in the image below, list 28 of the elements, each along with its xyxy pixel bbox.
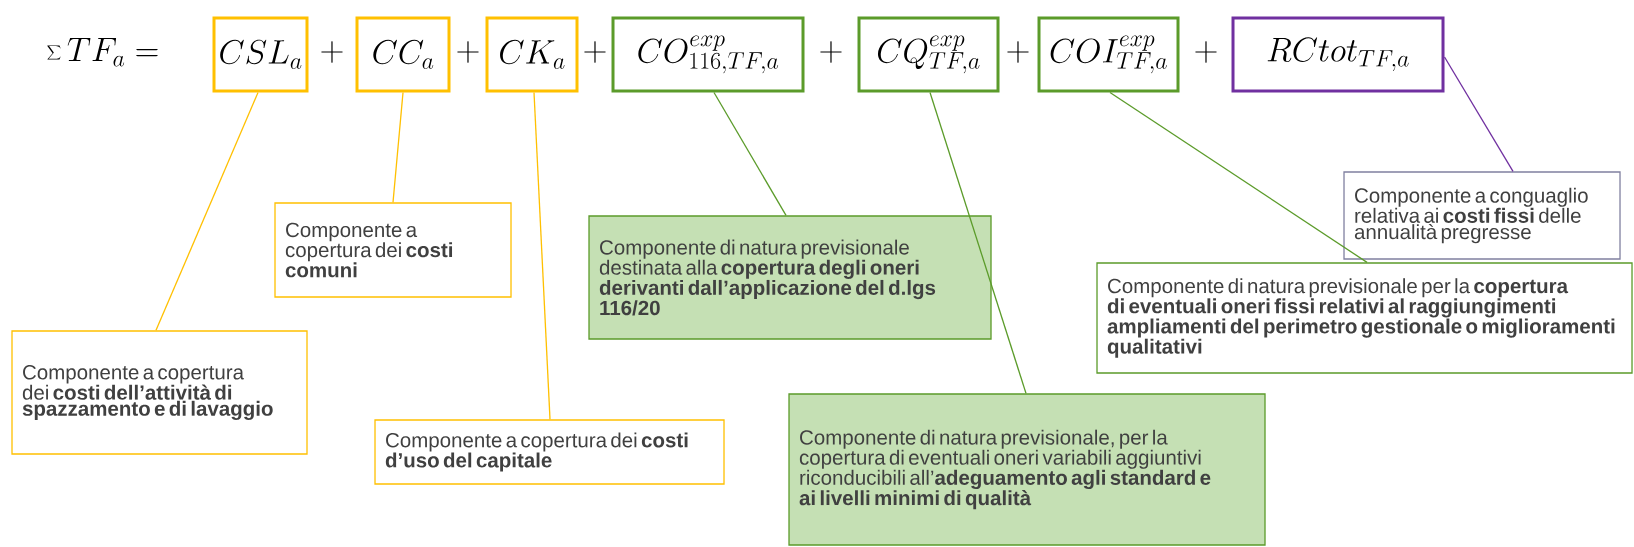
description-box: Componente a copertura dei costi d’uso del capitale (374, 419, 725, 485)
formula-term-box: $CO^{exp}_{116,TF,a}$ (611, 16, 805, 93)
plus-sign: $+$ (584, 41, 606, 63)
formula-term-box: $CC_a$ (355, 16, 451, 93)
formula-term-box: $CK_a$ (485, 16, 579, 93)
leader-line (713, 91, 787, 216)
leader-line (533, 91, 551, 420)
formula-term-box: $COI^{exp}_{TF,a}$ (1037, 16, 1180, 93)
leader-line (392, 91, 404, 203)
description-box: Componente a conguaglio relativa ai costi fissi delle annualità pregresse (1343, 171, 1621, 260)
leader-line (1109, 91, 1368, 263)
leader-line (929, 91, 1027, 394)
plus-sign: $+$ (820, 41, 842, 63)
description-box: Componente di natura previsionale, per la copertura di eventuali oneri variabili aggiuntivi riconducibili all’adeguamento agli standard e ai livelli minimi di qualità (788, 393, 1266, 546)
plus-sign: $+$ (1195, 41, 1217, 63)
plus-sign: $+$ (457, 41, 479, 63)
plus-sign: $+$ (321, 41, 343, 63)
description-box: Componente di natura previsionale destinata alla copertura degli oneri derivanti dall’applicazione del d.lgs 116/20 (588, 215, 992, 340)
description-box: Componente a copertura dei costi comuni (274, 202, 512, 298)
formula-term-box: $RCtot_{TF,a}$ (1231, 16, 1445, 93)
plus-sign: $+$ (1007, 41, 1029, 63)
formula-term-box: $CQ^{exp}_{TF,a}$ (857, 16, 1000, 93)
description-box: Componente a copertura dei costi dell’attività di spazzamento e di lavaggio (11, 330, 308, 455)
formula-text: $\sum TF_a =$ (47, 37, 158, 67)
description-box: Componente di natura previsionale per la copertura di eventuali oneri fissi relativi al raggiungimenti ampliamenti del perimetro gestionale o miglioramenti qualitativi (1096, 262, 1633, 374)
formula-term-box: $CSL_a$ (212, 16, 309, 93)
leader-line (155, 91, 259, 331)
leader-line (1443, 56, 1514, 172)
